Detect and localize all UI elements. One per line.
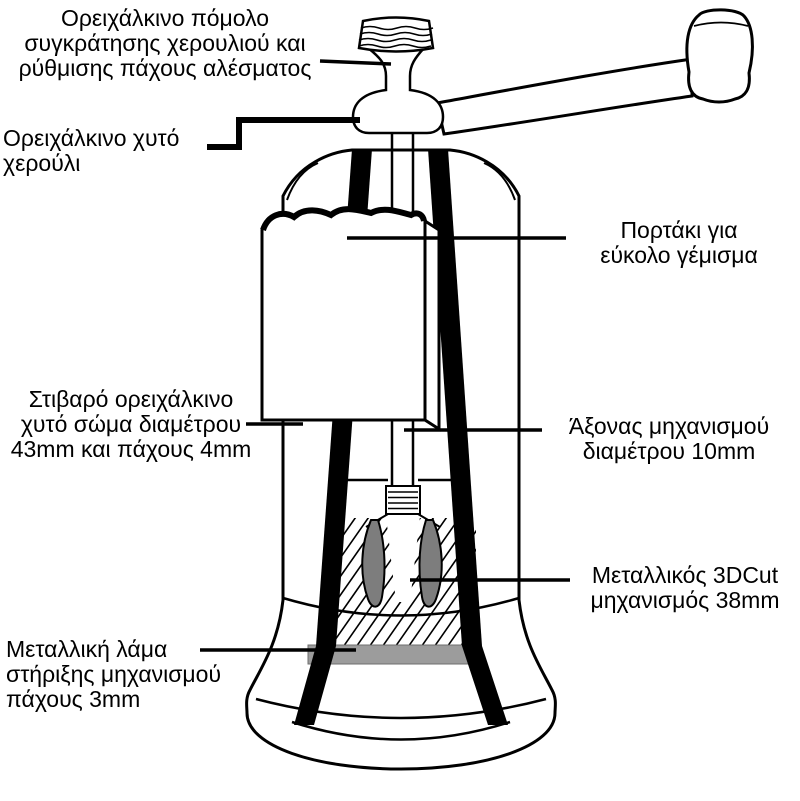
leader-line-handle [207, 117, 360, 150]
label-body: Στιβαρό ορειχάλκινο χυτό σώμα διαμέτρου … [10, 386, 252, 462]
label-knob: Ορειχάλκινο πόμολο συγκράτησης χερουλιού… [18, 5, 312, 81]
label-handle: Ορειχάλκινο χυτό χερούλι [3, 125, 180, 176]
base-drawing [255, 697, 547, 741]
grinder-tooth-left [361, 519, 386, 608]
filling-door-drawing [260, 206, 441, 432]
door-top-edge [260, 206, 427, 232]
crank-handle-drawing [435, 8, 754, 136]
threaded-shaft-section [385, 485, 421, 515]
adjustment-knob-drawing [351, 16, 445, 135]
label-mechanism: Μεταλλικός 3DCut μηχανισμός 38mm [590, 562, 780, 613]
label-plate: Μεταλλική λάμα στήριξης μηχανισμού πάχου… [6, 636, 222, 712]
label-shaft: Άξονας μηχανισμού διαμέτρου 10mm [568, 413, 770, 464]
crank-grip [685, 8, 754, 104]
leader-line-knob [319, 59, 392, 66]
grinder-tooth-right [418, 519, 443, 608]
leader-lines [200, 59, 570, 652]
label-door: Πορτάκι για εύκολο γέμισμα [600, 217, 758, 268]
